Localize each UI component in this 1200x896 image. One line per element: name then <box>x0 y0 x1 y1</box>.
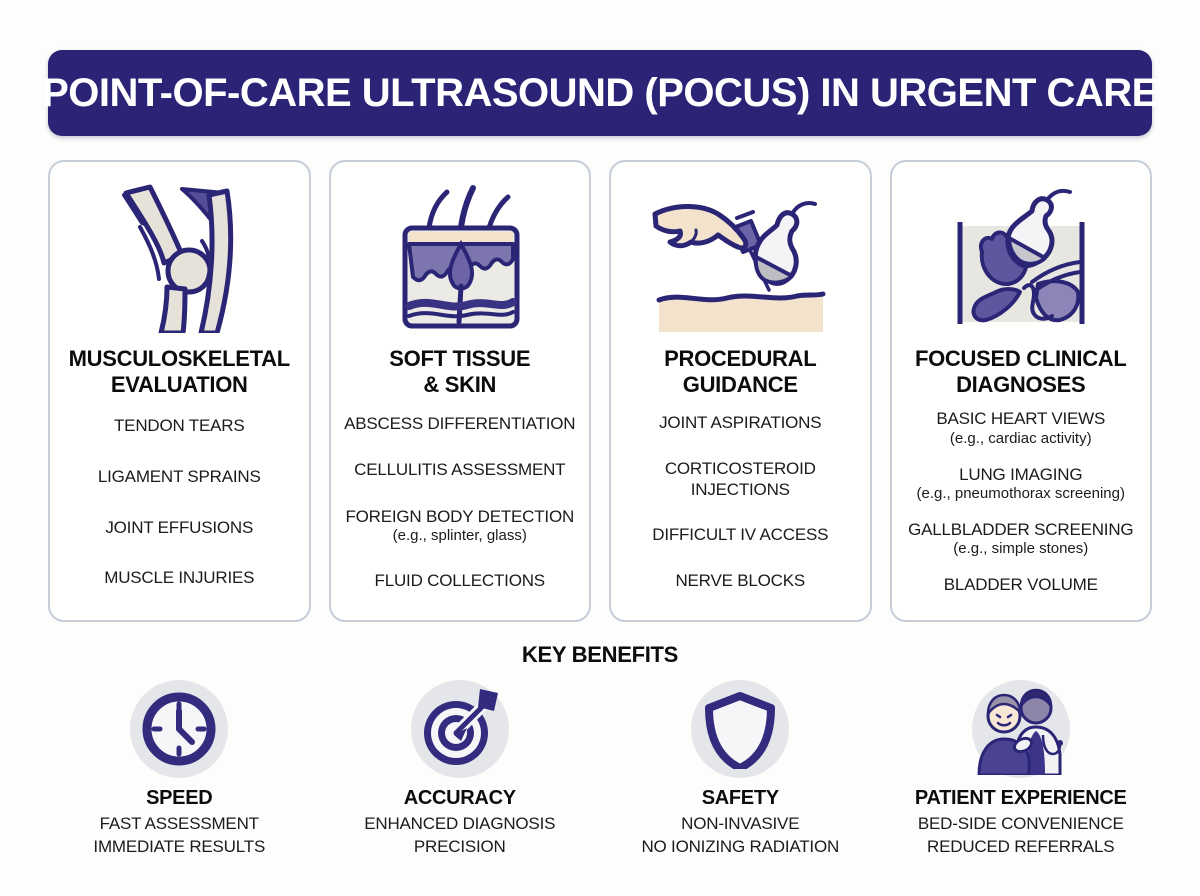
organs-probe-icon <box>946 182 1096 334</box>
infographic-page: POINT-OF-CARE ULTRASOUND (POCUS) IN URGE… <box>42 50 1158 859</box>
card-title: PROCEDURAL GUIDANCE <box>664 346 817 398</box>
application-cards: MUSCULOSKELETAL EVALUATION TENDON TEARS … <box>48 160 1152 622</box>
list-item: FLUID COLLECTIONS <box>374 570 546 590</box>
benefit-grid: SPEED FAST ASSESSMENT IMMEDIATE RESULTS <box>48 680 1152 859</box>
benefit-title: PATIENT EXPERIENCE <box>914 787 1127 809</box>
card-soft-tissue: SOFT TISSUE & SKIN ABSCESS DIFFERENTIATI… <box>328 160 591 622</box>
benefit-description: NON-INVASIVE NO IONIZING RADIATION <box>641 814 840 856</box>
list-item: JOINT EFFUSIONS <box>105 517 254 537</box>
target-icon <box>410 680 509 778</box>
list-item: LUNG IMAGING (e.g., pneumothorax screeni… <box>916 464 1125 503</box>
key-benefits-section: KEY BENEFITS SPEED FAST ASSESSMENT IMMED <box>48 642 1152 859</box>
benefit-speed: SPEED FAST ASSESSMENT IMMEDIATE RESULTS <box>48 680 311 859</box>
card-item-list: ABSCESS DIFFERENTIATION CELLULITIS ASSES… <box>339 401 582 604</box>
knee-joint-icon <box>110 182 248 334</box>
list-item: BLADDER VOLUME <box>943 574 1098 594</box>
list-item: FOREIGN BODY DETECTION (e.g., splinter, … <box>345 506 575 545</box>
card-musculoskeletal: MUSCULOSKELETAL EVALUATION TENDON TEARS … <box>48 160 311 622</box>
list-item: GALLBLADDER SCREENING (e.g., simple ston… <box>908 519 1134 558</box>
benefit-description: FAST ASSESSMENT IMMEDIATE RESULTS <box>93 814 266 856</box>
list-item: TENDON TEARS <box>114 415 245 435</box>
list-item: CORTICOSTEROID INJECTIONS <box>664 459 816 499</box>
card-item-list: JOINT ASPIRATIONS CORTICOSTEROID INJECTI… <box>619 401 862 604</box>
benefit-title: SAFETY <box>701 787 779 809</box>
benefit-title: ACCURACY <box>403 787 516 809</box>
card-title: MUSCULOSKELETAL EVALUATION <box>68 346 291 398</box>
benefit-title: SPEED <box>146 787 213 809</box>
shield-icon <box>691 680 790 778</box>
list-item: DIFFICULT IV ACCESS <box>652 525 829 545</box>
card-procedural: PROCEDURAL GUIDANCE JOINT ASPIRATIONS CO… <box>609 160 872 622</box>
list-item: CELLULITIS ASSESSMENT <box>354 460 566 480</box>
list-item: BASIC HEART VIEWS (e.g., cardiac activit… <box>936 409 1106 447</box>
list-item: NERVE BLOCKS <box>675 570 806 590</box>
needle-probe-icon <box>651 182 829 334</box>
people-icon <box>971 680 1070 778</box>
card-item-list: BASIC HEART VIEWS (e.g., cardiac activit… <box>900 401 1143 604</box>
benefit-description: ENHANCED DIAGNOSIS PRECISION <box>364 814 556 856</box>
benefit-accuracy: ACCURACY ENHANCED DIAGNOSIS PRECISION <box>329 680 592 859</box>
list-item: LIGAMENT SPRAINS <box>97 466 261 486</box>
card-title: FOCUSED CLINICAL DIAGNOSES <box>914 346 1127 398</box>
clock-icon <box>130 680 229 778</box>
header-banner: POINT-OF-CARE ULTRASOUND (POCUS) IN URGE… <box>42 50 1158 136</box>
benefit-patient-experience: PATIENT EXPERIENCE BED-SIDE CONVENIENCE … <box>890 680 1153 859</box>
card-title: SOFT TISSUE & SKIN <box>389 346 531 398</box>
benefit-safety: SAFETY NON-INVASIVE NO IONIZING RADIATIO… <box>609 680 872 859</box>
benefit-description: BED-SIDE CONVENIENCE REDUCED REFERRALS <box>917 814 1124 856</box>
list-item: ABSCESS DIFFERENTIATION <box>344 413 576 433</box>
key-benefits-heading: KEY BENEFITS <box>521 642 679 667</box>
list-item: MUSCLE INJURIES <box>104 568 255 588</box>
card-item-list: TENDON TEARS LIGAMENT SPRAINS JOINT EFFU… <box>58 401 301 604</box>
list-item: JOINT ASPIRATIONS <box>659 413 822 433</box>
page-title: POINT-OF-CARE ULTRASOUND (POCUS) IN URGE… <box>42 70 1158 115</box>
skin-layers-icon <box>385 182 535 334</box>
card-focused-diagnoses: FOCUSED CLINICAL DIAGNOSES BASIC HEART V… <box>889 160 1152 622</box>
